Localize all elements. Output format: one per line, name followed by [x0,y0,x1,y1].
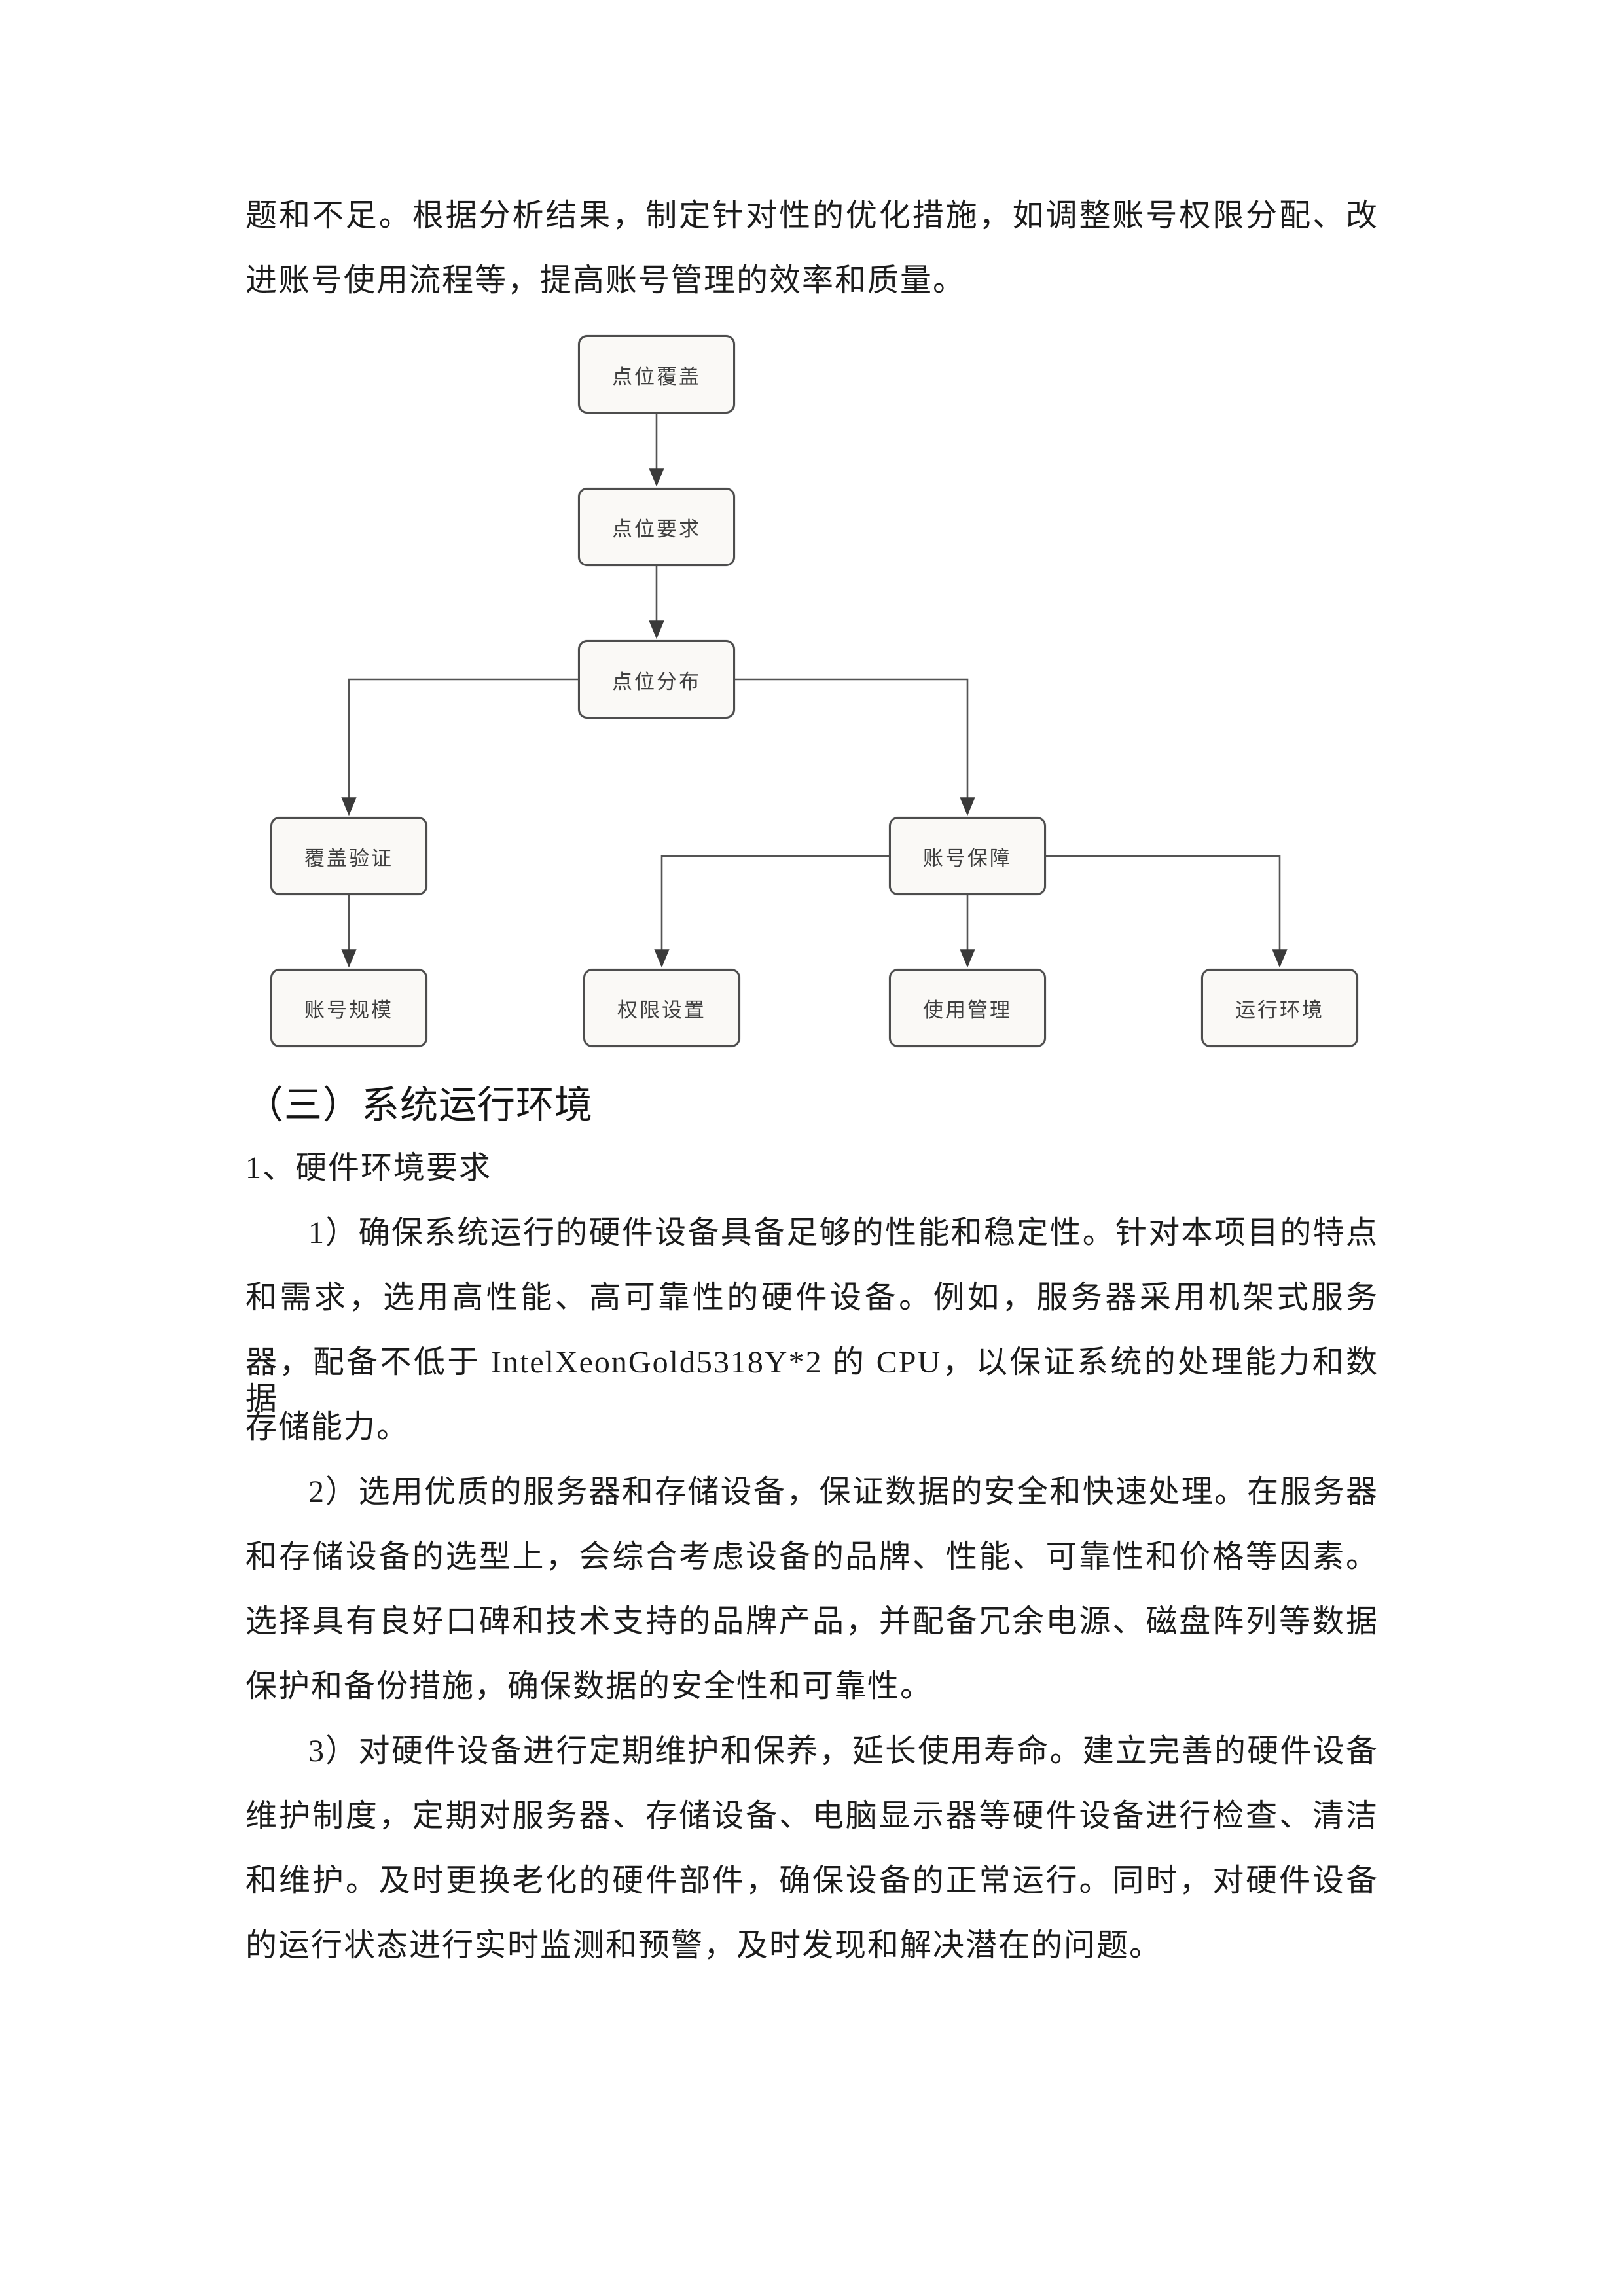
paragraph-line: 和需求，选用高性能、高可靠性的硬件设备。例如，服务器采用机架式服务 [245,1280,1379,1315]
flowchart-edge-account-guarantee-permission-setting [654,855,889,968]
subsection-heading: 1、硬件环境要求 [245,1151,492,1185]
flowchart-node-permission-setting: 权限设置 [583,969,740,1047]
paragraph-line: 3）对硬件设备进行定期维护和保养，延长使用寿命。建立完善的硬件设备 [308,1734,1379,1768]
paragraph-line: 题和不足。根据分析结果，制定针对性的优化措施，如调整账号权限分配、改 [245,198,1379,233]
paragraph-line: 进账号使用流程等，提高账号管理的效率和质量。 [245,263,966,298]
flowchart-node-label: 点位分布 [612,670,701,693]
flowchart-node-point-coverage: 点位覆盖 [578,335,735,414]
flowchart-node-label: 运行环境 [1235,998,1324,1022]
flowchart-edge-account-guarantee-running-environment [1046,855,1288,968]
flowchart-node-account-scale: 账号规模 [270,969,427,1047]
flowchart-node-label: 权限设置 [617,998,706,1022]
flowchart-node-label: 点位覆盖 [612,365,701,388]
paragraph-line: 保护和备份措施，确保数据的安全性和可靠性。 [245,1669,933,1704]
paragraph-line: 选择具有良好口碑和技术支持的品牌产品，并配备冗余电源、磁盘阵列等数据 [245,1604,1379,1639]
flowchart-node-point-distribution: 点位分布 [578,640,735,719]
paragraph-line: 器，配备不低于 IntelXeonGold5318Y*2 的 CPU，以保证系统… [245,1345,1379,1416]
flowchart-node-running-environment: 运行环境 [1201,969,1358,1047]
paragraph-line: 2）选用优质的服务器和存储设备，保证数据的安全和快速处理。在服务器 [308,1475,1379,1509]
paragraph-line: 1）确保系统运行的硬件设备具备足够的性能和稳定性。针对本项目的特点 [308,1215,1379,1250]
flowchart-node-label: 使用管理 [923,998,1012,1022]
flowchart-node-label: 点位要求 [612,517,701,541]
flowchart-node-account-guarantee: 账号保障 [889,817,1046,895]
flowchart-edge-point-distribution-coverage-verification [341,678,578,816]
paragraph-line: 存储能力。 [245,1410,410,1444]
flowchart-edge-point-distribution-account-guarantee [735,678,975,816]
flowchart-node-label: 账号保障 [923,846,1012,870]
paragraph-line: 和维护。及时更换老化的硬件部件，确保设备的正常运行。同时，对硬件设备 [245,1863,1379,1898]
flowchart-node-label: 覆盖验证 [304,846,393,870]
section-heading: （三）系统运行环境 [245,1084,594,1126]
flowchart-node-usage-management: 使用管理 [889,969,1046,1047]
flowchart-node-coverage-verification: 覆盖验证 [270,817,427,895]
flowchart-node-point-requirement: 点位要求 [578,488,735,566]
paragraph-line: 的运行状态进行实时监测和预警，及时发现和解决潜在的问题。 [245,1928,1163,1963]
paragraph-line: 和存储设备的选型上，会综合考虑设备的品牌、性能、可靠性和价格等因素。 [245,1539,1379,1574]
flowchart-node-label: 账号规模 [304,998,393,1022]
paragraph-line: 维护制度，定期对服务器、存储设备、电脑显示器等硬件设备进行检查、清洁 [245,1799,1379,1833]
